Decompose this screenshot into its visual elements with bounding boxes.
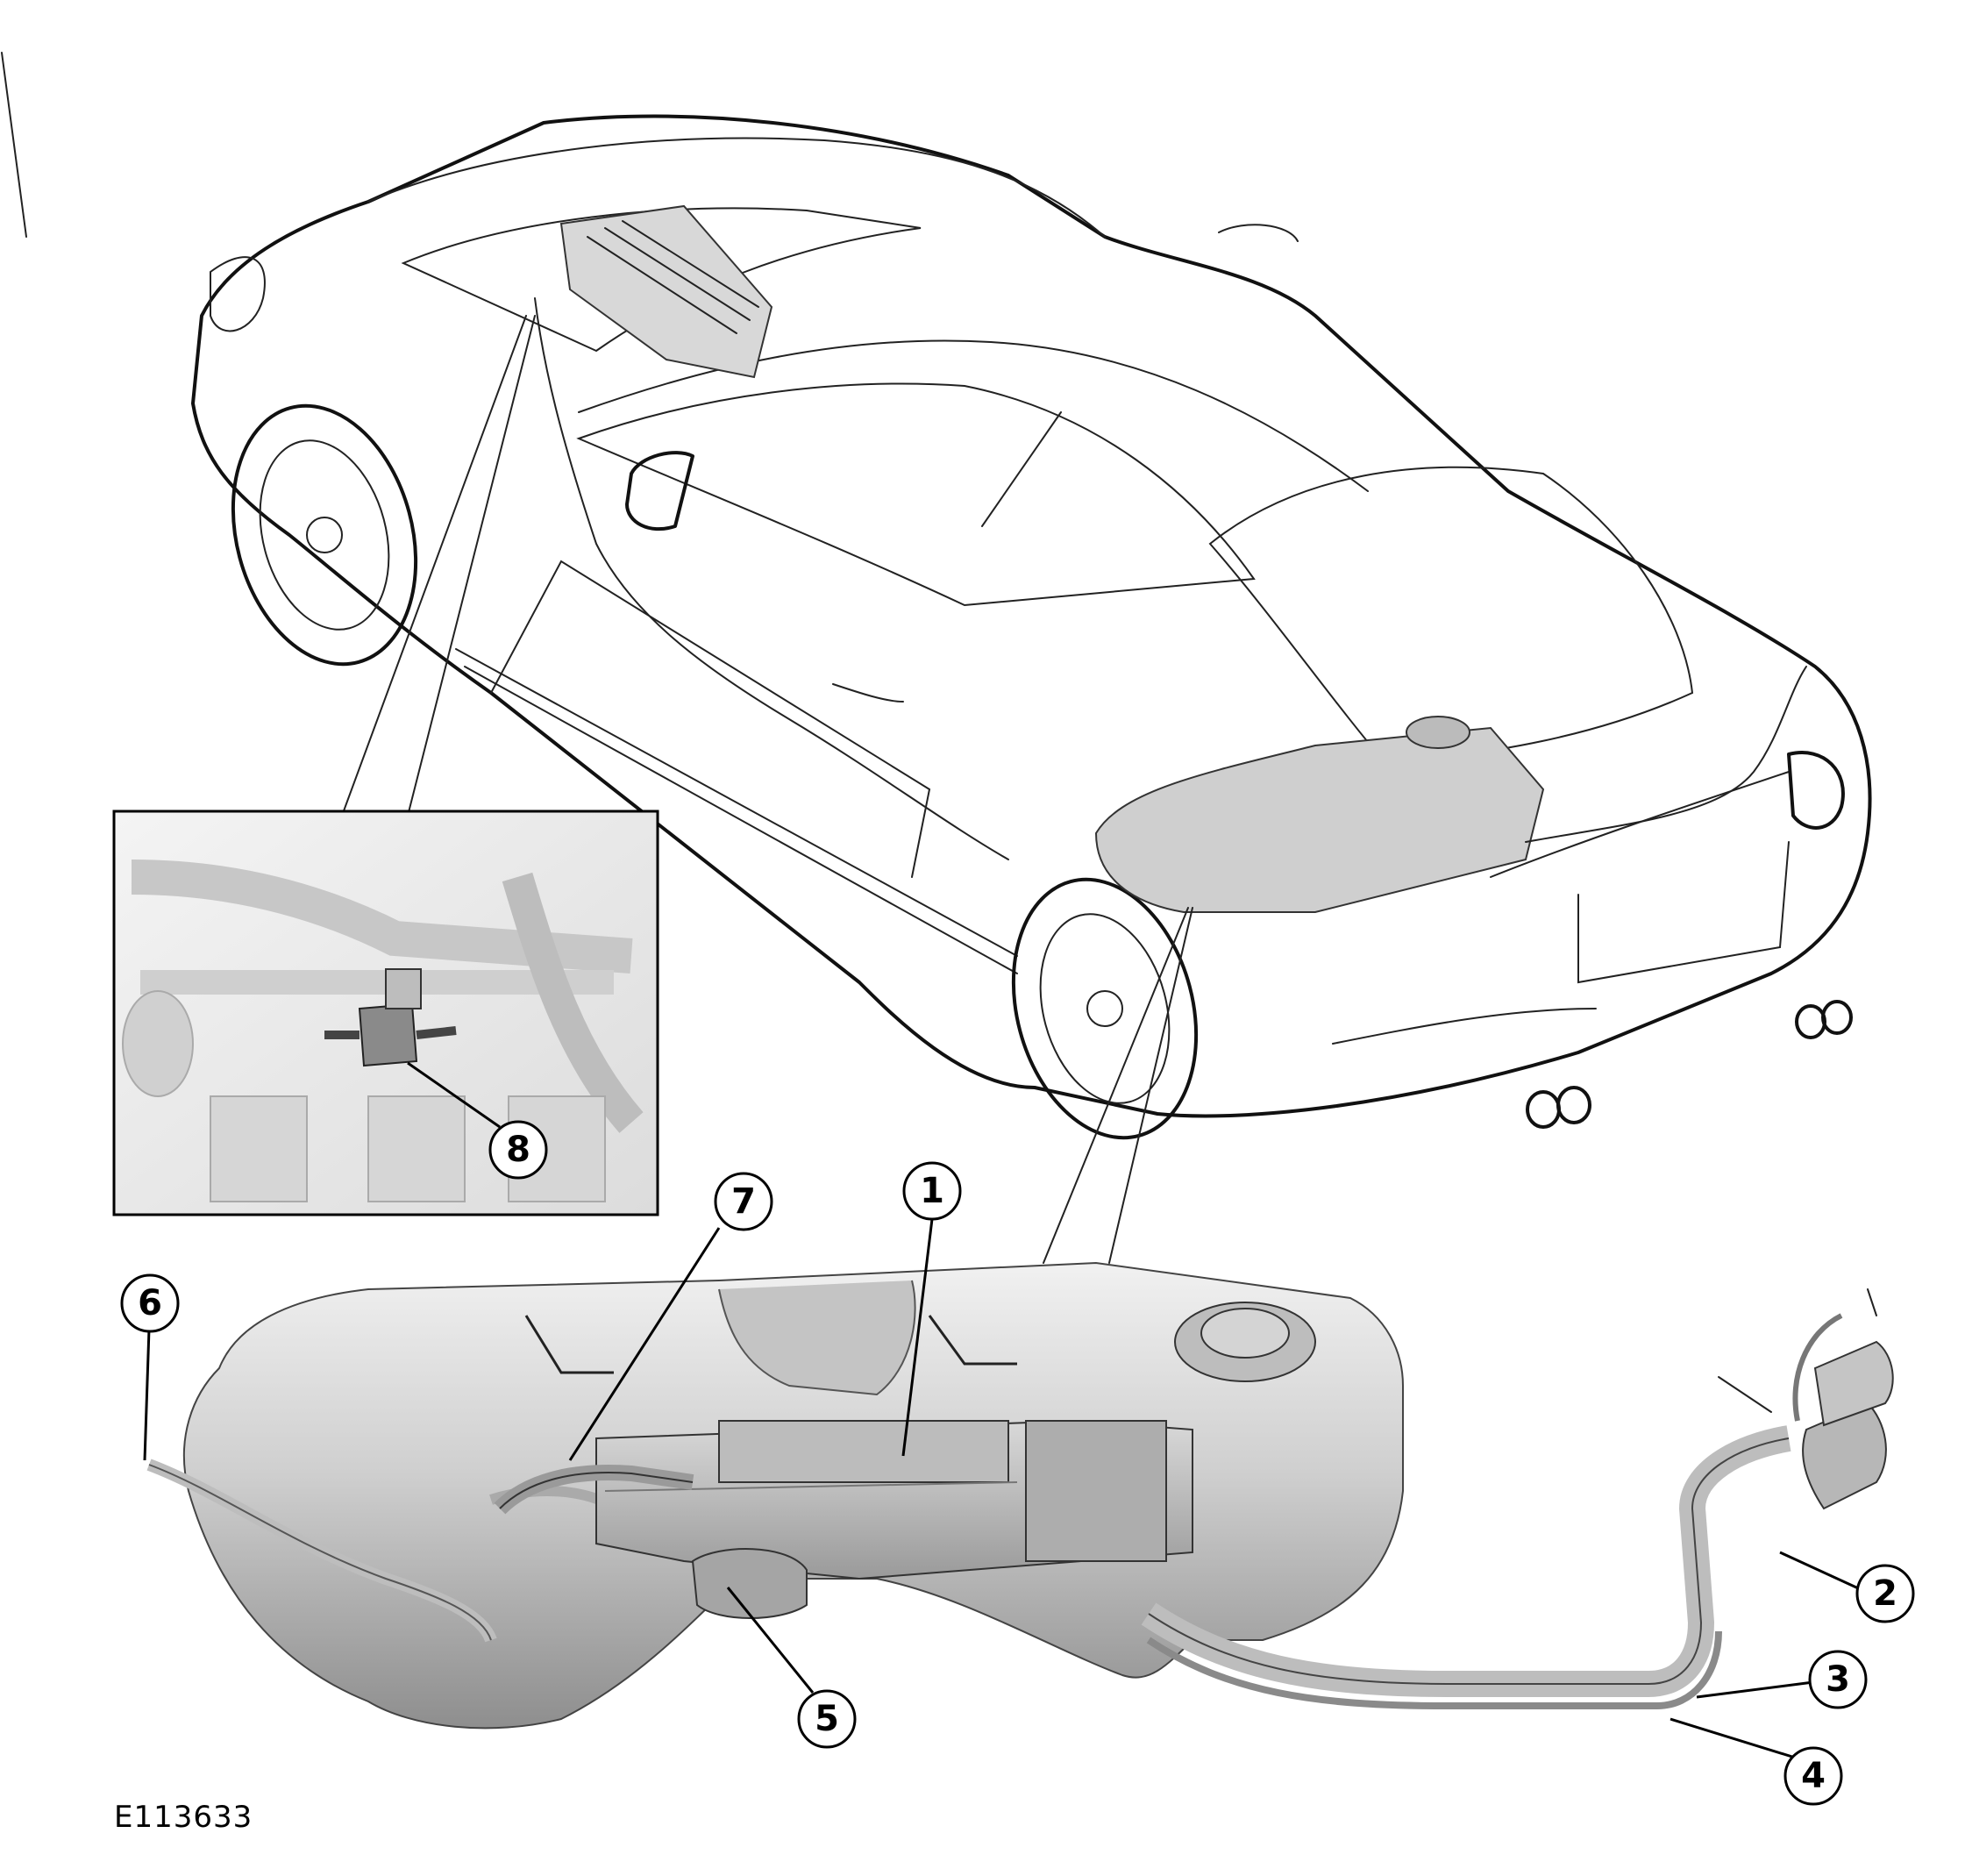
callout-3: 3 (1808, 1650, 1868, 1709)
intake-manifold (559, 204, 773, 379)
filler-pipe-assembly (1141, 1288, 1894, 1709)
fuel-line-on-body (534, 297, 1009, 860)
leader-lines (143, 1061, 1867, 1763)
margin-line (1, 52, 27, 238)
callout-1: 1 (902, 1161, 962, 1221)
svg-text:8: 8 (506, 1130, 530, 1170)
projection-line (1108, 907, 1193, 1264)
fuel-pump-valve (691, 1548, 808, 1619)
filler-neck-on-car (1525, 666, 1807, 843)
callout-8: 8 (488, 1120, 548, 1180)
car-outline (191, 114, 1872, 1140)
projection-line (1043, 907, 1189, 1264)
callout-4: 4 (1783, 1746, 1843, 1806)
svg-text:5: 5 (815, 1699, 839, 1739)
projection-line (341, 315, 527, 817)
projection-line (407, 315, 536, 817)
inset-purge-valve-view (112, 810, 659, 1216)
reference-code: E113633 (114, 1800, 253, 1835)
canister-hose (499, 1472, 694, 1509)
svg-text:7: 7 (731, 1181, 756, 1222)
callout-2: 2 (1855, 1564, 1915, 1623)
fuel-tank-in-car (1094, 716, 1545, 913)
callout-5: 5 (797, 1689, 857, 1749)
svg-text:1: 1 (920, 1171, 944, 1211)
svg-text:6: 6 (138, 1283, 162, 1323)
callout-6: 6 (120, 1273, 180, 1333)
svg-text:3: 3 (1826, 1659, 1850, 1700)
svg-text:4: 4 (1801, 1756, 1826, 1796)
callout-7: 7 (714, 1172, 773, 1231)
svg-text:2: 2 (1873, 1573, 1897, 1614)
evap-canister (595, 1419, 1193, 1580)
